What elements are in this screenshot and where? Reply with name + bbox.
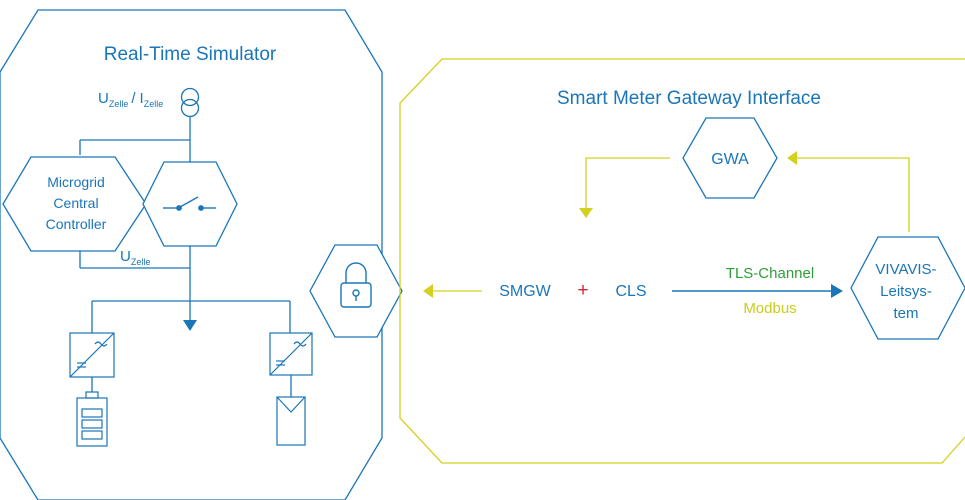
gateway-title: Smart Meter Gateway Interface (557, 88, 821, 109)
switch-hexagon (142, 161, 238, 247)
vivavis-line-1: VIVAVIS- (875, 261, 936, 278)
vivavis-line-3: tem (893, 305, 918, 322)
inverter-icon (69, 332, 115, 378)
gwa-to-smgw-arrow (585, 157, 670, 210)
smgw-to-lock-arrowhead (423, 284, 433, 298)
gwa-hexagon (682, 117, 778, 199)
lock-icon (340, 262, 372, 308)
inverter-icon (269, 332, 313, 376)
current-source-icon (180, 87, 200, 118)
microgrid-controller-hexagon (2, 156, 147, 252)
modbus-label: Modbus (743, 300, 796, 317)
controller-line-3: Controller (46, 216, 107, 232)
gwa-label: GWA (711, 151, 749, 168)
gwa-to-smgw-arrowhead (579, 208, 593, 218)
solar-panel-icon (276, 396, 306, 446)
vivavis-to-gwa-arrow (796, 157, 910, 232)
tls-channel-label: TLS-Channel (726, 265, 814, 282)
plus-sign: + (577, 280, 588, 301)
vivavis-hexagon (850, 236, 965, 340)
controller-line-2: Central (53, 195, 98, 211)
u-zelle-feedback-label: UZelle (120, 248, 150, 267)
tls-channel-arrowhead (831, 284, 843, 298)
lock-hexagon (309, 244, 403, 338)
cls-label: CLS (615, 283, 646, 300)
bus-arrow-down (183, 320, 197, 331)
simulator-frame (0, 9, 383, 500)
smgw-label: SMGW (499, 283, 551, 300)
battery-icon (76, 391, 108, 447)
controller-line-1: Microgrid (47, 174, 105, 190)
vivavis-line-2: Leitsys- (880, 283, 932, 300)
vivavis-to-gwa-arrowhead (787, 151, 797, 165)
switch-icon (163, 196, 216, 211)
u-i-zelle-label: UZelle/IZelle (98, 90, 163, 109)
gateway-frame (399, 58, 965, 464)
simulator-title: Real-Time Simulator (104, 44, 277, 65)
